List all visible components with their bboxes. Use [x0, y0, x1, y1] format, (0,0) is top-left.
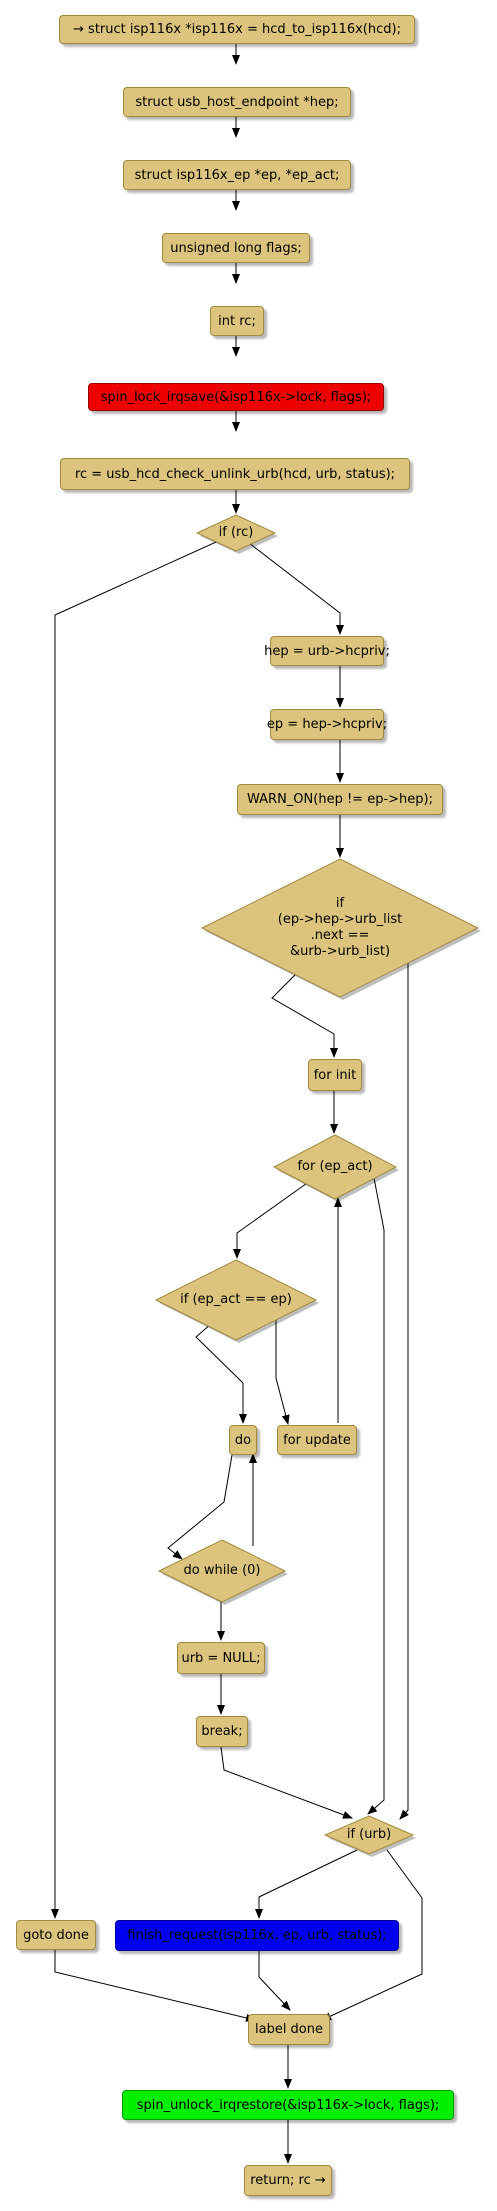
urb-null-node: urb = NULL; — [177, 1642, 265, 1674]
diamond-shape — [157, 1539, 288, 1605]
edge-break-to-if-urb — [220, 1746, 353, 1819]
ep-assign-node: ep = hep->hcpriv; — [267, 709, 387, 740]
edge-if-rc-to-hep-assign — [235, 532, 344, 635]
edge-do-to-do-while — [167, 1454, 233, 1560]
finish-request-node: finish_request(isp116x, ep, urb, status)… — [115, 1920, 399, 1951]
diamond-shape — [272, 1134, 399, 1202]
edge-for-ep-act-to-if-urb — [367, 1177, 385, 1815]
edge-if-ep-act-to-do — [195, 1322, 247, 1424]
edge-if-urb-to-label-done — [321, 1849, 423, 2021]
hep-assign-node: hep = urb->hcpriv; — [264, 636, 390, 666]
do-node: do — [229, 1425, 257, 1455]
do-while-label: do while (0) — [183, 1563, 261, 1578]
label-done-node: label done — [248, 2014, 330, 2045]
edge-if-urb-list-to-if-urb — [399, 958, 409, 1820]
diamond-shape — [154, 1259, 319, 1343]
warn-on-node: WARN_ON(hep != ep->hep); — [237, 784, 443, 815]
diamond-shape — [195, 514, 278, 554]
edge-if-ep-act-to-for-update — [275, 1318, 290, 1425]
if-urb-label: if (urb) — [346, 1827, 392, 1842]
spin-lock-node: spin_lock_irqsave(&isp116x->lock, flags)… — [88, 383, 384, 411]
break-node: break; — [196, 1716, 248, 1747]
if-urb-list-label: if (ep->hep->urb_list .next == &urb->urb… — [277, 896, 403, 959]
if-urb-decision: if (urb) — [323, 1815, 416, 1857]
do-while-decision: do while (0) — [157, 1539, 288, 1605]
check-unlink-node: rc = usb_hcd_check_unlink_urb(hcd, urb, … — [60, 458, 410, 490]
edge-for-ep-act-to-if-ep-act — [233, 1180, 311, 1259]
rc-declaration-node: int rc; — [210, 306, 264, 336]
return-node: return; rc → — [244, 2165, 332, 2196]
edge-if-urb-to-finish-request — [255, 1849, 358, 1919]
diamond-shape — [200, 858, 481, 1000]
spin-unlock-node: spin_unlock_irqrestore(&isp116x->lock, f… — [122, 2090, 454, 2120]
if-rc-decision: if (rc) — [195, 514, 278, 554]
if-ep-act-label: if (ep_act == ep) — [180, 1292, 292, 1307]
flags-declaration-node: unsigned long flags; — [162, 233, 310, 263]
hep-declaration-node: struct usb_host_endpoint *hep; — [123, 87, 351, 117]
edge-finish-request-to-label-done — [258, 1951, 291, 2011]
if-rc-label: if (rc) — [218, 525, 254, 540]
edge-if-rc-to-goto-done — [51, 532, 237, 1919]
start-node: → struct isp116x *isp116x = hcd_to_isp11… — [59, 15, 415, 44]
if-ep-act-decision: if (ep_act == ep) — [154, 1259, 319, 1343]
for-update-node: for update — [277, 1425, 357, 1455]
for-init-node: for init — [308, 1059, 362, 1091]
goto-done-node: goto done — [16, 1920, 96, 1950]
if-urb-list-decision: if (ep->hep->urb_list .next == &urb->urb… — [200, 858, 481, 1000]
edge-if-urb-list-to-for-init — [271, 973, 338, 1058]
for-ep-act-label: for (ep_act) — [297, 1159, 373, 1174]
diamond-shape — [323, 1815, 416, 1857]
for-ep-act-decision: for (ep_act) — [272, 1134, 399, 1202]
ep-declaration-node: struct isp116x_ep *ep, *ep_act; — [123, 160, 351, 190]
edge-goto-done-to-label-done — [54, 1950, 256, 2022]
